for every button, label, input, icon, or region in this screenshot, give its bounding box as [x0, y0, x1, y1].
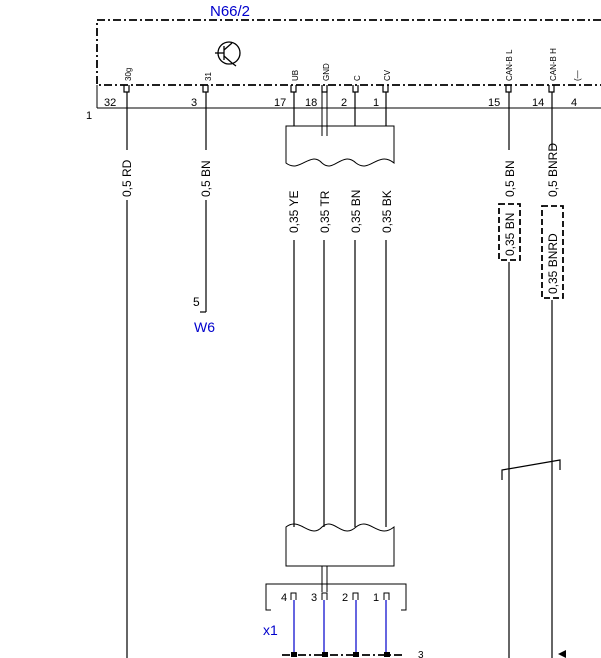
connector-x1 [265, 583, 407, 611]
component-n66-2 [96, 19, 601, 86]
alt-wire-label-can-l: 0,35 BN [503, 213, 517, 256]
connector-pin-3: 3 [311, 592, 317, 604]
component-title: N66/2 [210, 3, 250, 20]
pin-function-ub: UB [291, 70, 300, 81]
pin-function-can-b-l: CAN-B L [505, 49, 514, 81]
pin-number-32: 32 [104, 97, 116, 109]
pin-function-c: C [353, 75, 362, 81]
connector-pin-2: 2 [342, 592, 348, 604]
pin-number-17: 17 [274, 97, 286, 109]
arrow-icon [558, 650, 566, 658]
connector-pin-1: 1 [373, 592, 379, 604]
pin-function-can-b-h: CAN-B H [549, 48, 558, 81]
wire-label-bn: 0,5 BN [199, 160, 213, 197]
next-connector-pin: 3 [418, 650, 424, 658]
pin-function-30g: 30g [124, 68, 133, 81]
pin-number-4: 4 [571, 97, 577, 109]
wire-label-ye: 0,35 YE [287, 191, 301, 233]
wire-label-tr: 0,35 TR [318, 190, 332, 233]
next-connector-dots [291, 652, 390, 657]
pin-number-14: 14 [532, 97, 544, 109]
transistor-icon [215, 41, 241, 67]
row-number: 1 [86, 110, 92, 122]
pin-number-3: 3 [191, 97, 197, 109]
alt-label-box-can-l [498, 203, 521, 261]
wires [126, 92, 561, 658]
pin-number-18: 18 [305, 97, 317, 109]
alt-label-box-can-h [541, 205, 564, 299]
ground-ref-pin: 5 [193, 295, 200, 309]
wire-label-bk: 0,35 BK [380, 190, 394, 233]
pin-function-gnd: GND [322, 63, 331, 81]
alt-wire-label-can-h: 0,35 BNRD [546, 233, 560, 294]
blue-wires [293, 600, 387, 654]
twist-symbol-bottom [285, 523, 395, 567]
connector-pin-4: 4 [281, 592, 287, 604]
pin-number-15: 15 [488, 97, 500, 109]
connector-name: x1 [263, 622, 278, 638]
twist-symbol-top [285, 125, 395, 167]
pin-function-cv: CV [383, 69, 392, 81]
wire-label-can-l: 0,5 BN [503, 160, 517, 197]
pin-stubs [123, 85, 555, 93]
wire-label-can-h: 0,5 BNRD [546, 143, 560, 197]
ground-ref-name: W6 [194, 319, 215, 335]
pin-number-1: 1 [373, 97, 379, 109]
wire-label-bn-2: 0,35 BN [349, 190, 363, 233]
pin-number-2: 2 [341, 97, 347, 109]
pin-function-partial: (— [573, 70, 582, 81]
wire-label-rd: 0,5 RD [120, 159, 134, 197]
pin-function-31: 31 [204, 72, 213, 81]
